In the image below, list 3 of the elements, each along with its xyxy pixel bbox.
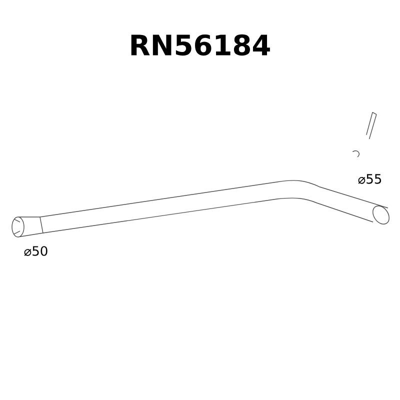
dimension-label: ⌀55 bbox=[358, 174, 382, 184]
title: RN56184 bbox=[131, 34, 270, 56]
dimension-label: ⌀50 bbox=[24, 246, 48, 256]
